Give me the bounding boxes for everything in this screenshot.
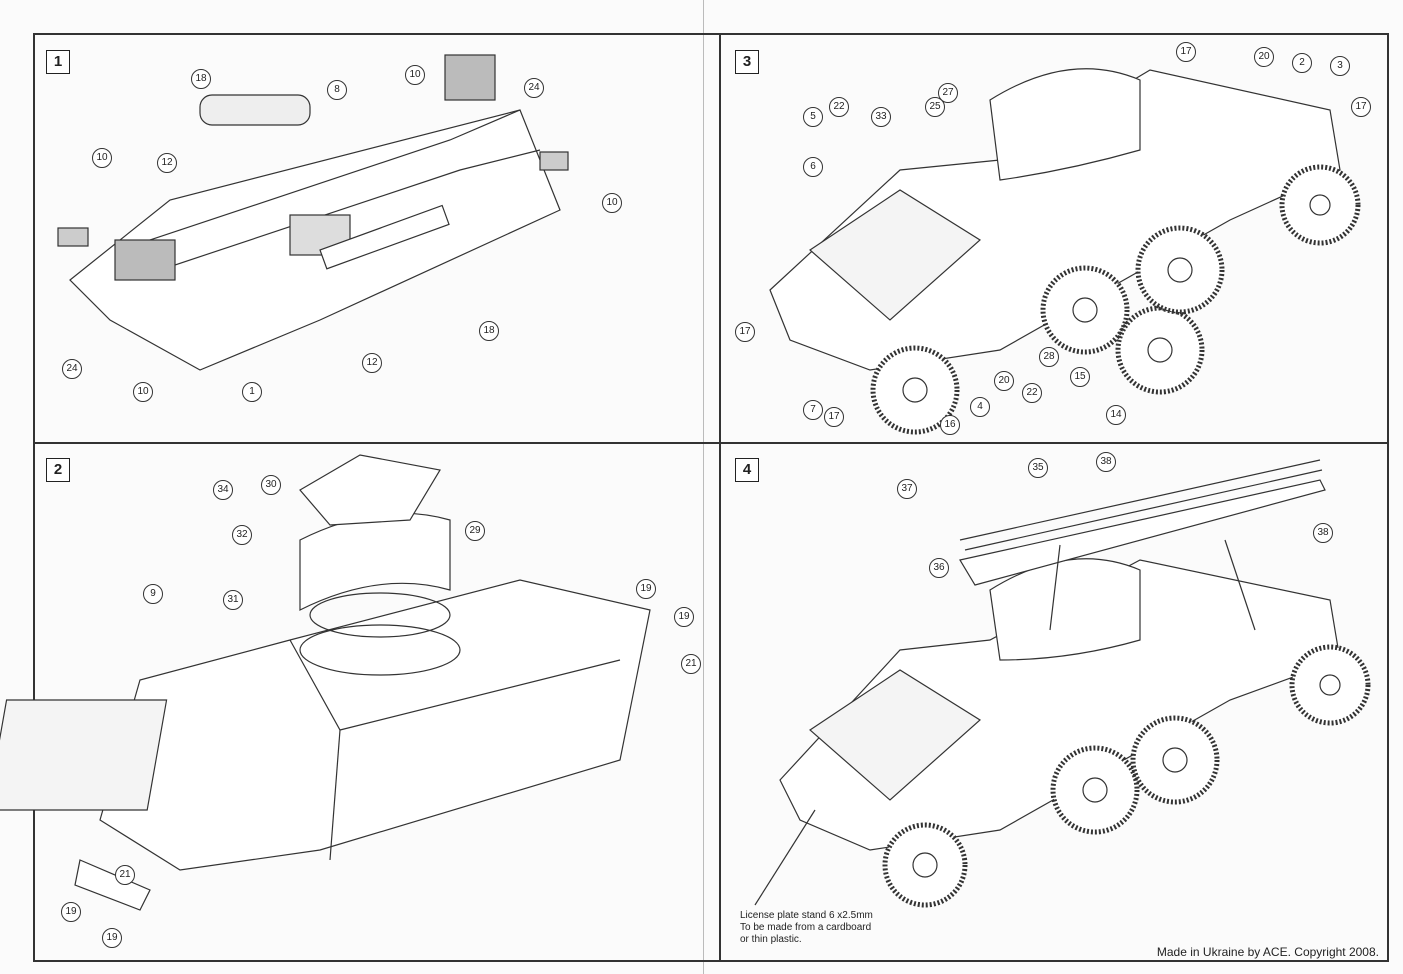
step-number-2: 2: [46, 458, 70, 482]
part-callout: 24: [524, 78, 544, 98]
part-callout: 7: [803, 400, 823, 420]
hull-bottom-drawing: [57, 54, 569, 371]
panel-divider-vertical: [719, 33, 721, 962]
fold-line: [703, 0, 704, 974]
part-callout: 38: [1096, 452, 1116, 472]
part-callout: 33: [871, 107, 891, 127]
part-callout: 12: [362, 353, 382, 373]
part-callout: 17: [824, 407, 844, 427]
upper-hull-drawing: [0, 454, 651, 911]
part-callout: 6: [803, 157, 823, 177]
part-callout: 12: [157, 153, 177, 173]
note-line: or thin plastic.: [740, 934, 802, 945]
part-callout: 25: [925, 97, 945, 117]
part-callout: 10: [92, 148, 112, 168]
part-callout: 16: [940, 415, 960, 435]
part-callout: 22: [829, 97, 849, 117]
part-callout: 14: [1106, 405, 1126, 425]
part-callout: 15: [1070, 367, 1090, 387]
part-callout: 34: [213, 480, 233, 500]
note-line: To be made from a cardboard: [740, 922, 872, 933]
part-callout: 22: [1022, 383, 1042, 403]
part-callout: 18: [479, 321, 499, 341]
part-callout: 19: [636, 579, 656, 599]
part-callout: 19: [61, 902, 81, 922]
part-callout: 10: [602, 193, 622, 213]
step-number-3: 3: [735, 50, 759, 74]
vehicle-step3-drawing: [769, 68, 1361, 435]
part-callout: 8: [327, 80, 347, 100]
part-callout: 36: [929, 558, 949, 578]
part-callout: 17: [1176, 42, 1196, 62]
part-callout: 35: [1028, 458, 1048, 478]
part-callout: 21: [115, 865, 135, 885]
part-callout: 10: [133, 382, 153, 402]
license-plate-note: License plate stand 6 x2.5mm To be made …: [740, 910, 873, 946]
part-callout: 37: [897, 479, 917, 499]
part-callout: 24: [62, 359, 82, 379]
part-callout: 21: [681, 654, 701, 674]
part-callout: 29: [465, 521, 485, 541]
part-callout: 38: [1313, 523, 1333, 543]
part-callout: 1: [242, 382, 262, 402]
part-callout: 20: [1254, 47, 1274, 67]
step-number-4: 4: [735, 458, 759, 482]
part-callout: 18: [191, 69, 211, 89]
part-callout: 10: [405, 65, 425, 85]
part-callout: 2: [1292, 53, 1312, 73]
part-callout: 27: [938, 83, 958, 103]
part-callout: 20: [994, 371, 1014, 391]
part-callout: 17: [1351, 97, 1371, 117]
part-callout: 19: [102, 928, 122, 948]
part-callout: 17: [735, 322, 755, 342]
sheet-frame: [33, 33, 1389, 962]
note-line: License plate stand 6 x2.5mm: [740, 910, 873, 921]
part-callout: 32: [232, 525, 252, 545]
part-callout: 5: [803, 107, 823, 127]
part-callout: 3: [1330, 56, 1350, 76]
part-callout: 9: [143, 584, 163, 604]
part-callout: 31: [223, 590, 243, 610]
step-number-1: 1: [46, 50, 70, 74]
copyright-text: Made in Ukraine by ACE. Copyright 2008.: [1156, 945, 1379, 959]
part-callout: 4: [970, 397, 990, 417]
part-callout: 30: [261, 475, 281, 495]
part-callout: 28: [1039, 347, 1059, 367]
vehicle-step4-drawing: [754, 459, 1371, 908]
part-callout: 19: [674, 607, 694, 627]
panel-divider-horizontal: [33, 442, 1389, 444]
